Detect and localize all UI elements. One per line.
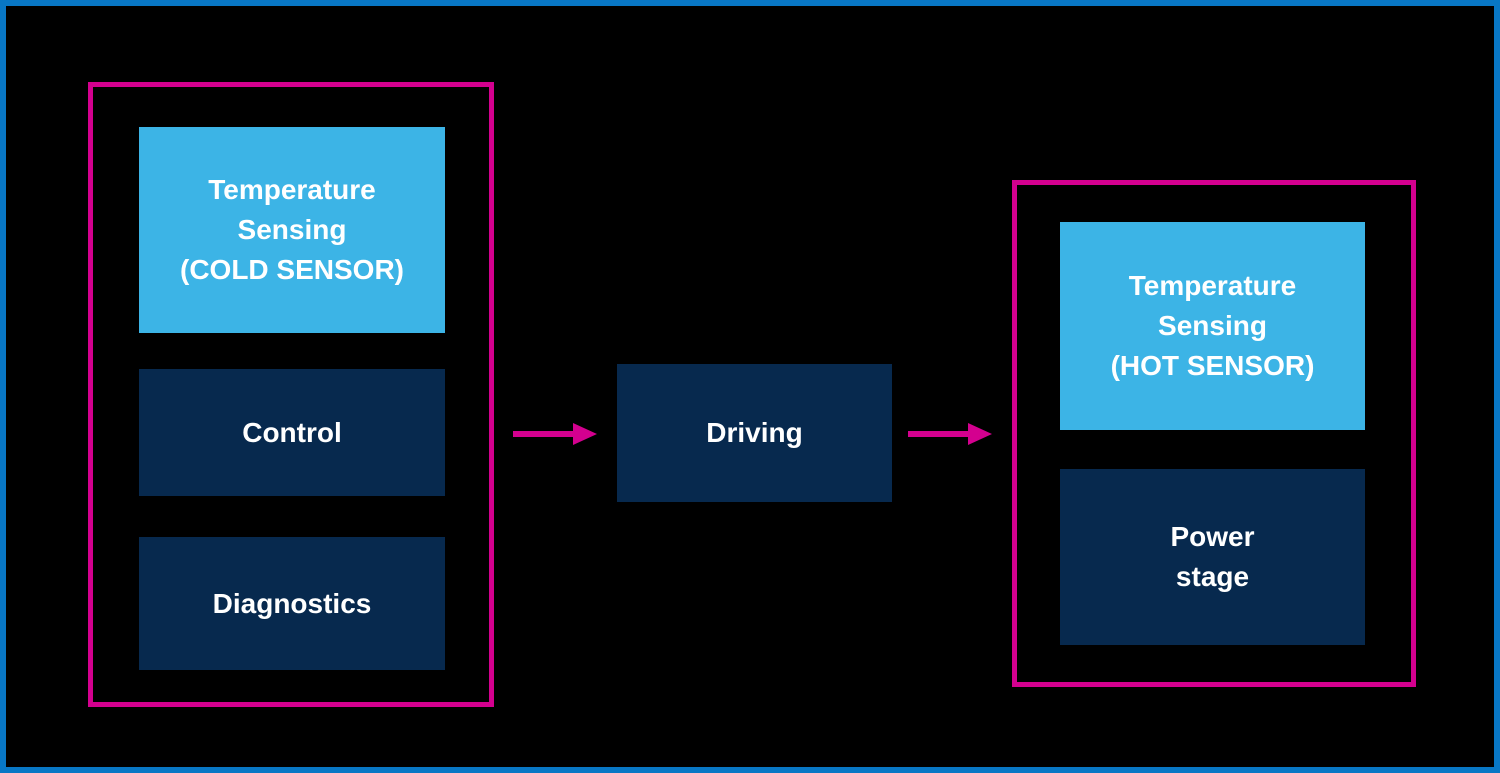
- block-control: Control: [139, 369, 445, 496]
- hot-side-group-outline: [1012, 180, 1416, 687]
- block-label: Temperature Sensing (COLD SENSOR): [180, 174, 404, 285]
- block-label: Control: [242, 416, 342, 448]
- block-label: Power stage: [1170, 521, 1255, 592]
- block-power-stage: Power stage: [1060, 469, 1365, 645]
- arrow-right-icon: [906, 420, 992, 448]
- arrow-right-icon: [511, 420, 597, 448]
- block-driving: Driving: [617, 364, 892, 502]
- block-temperature-sensing-cold: Temperature Sensing (COLD SENSOR): [139, 127, 445, 333]
- block-label: Temperature Sensing (HOT SENSOR): [1110, 270, 1315, 381]
- block-diagnostics: Diagnostics: [139, 537, 445, 670]
- cold-side-group-outline: [88, 82, 494, 707]
- block-label: Driving: [706, 417, 803, 449]
- block-label: Diagnostics: [212, 587, 372, 619]
- block-temperature-sensing-hot: Temperature Sensing (HOT SENSOR): [1060, 222, 1365, 430]
